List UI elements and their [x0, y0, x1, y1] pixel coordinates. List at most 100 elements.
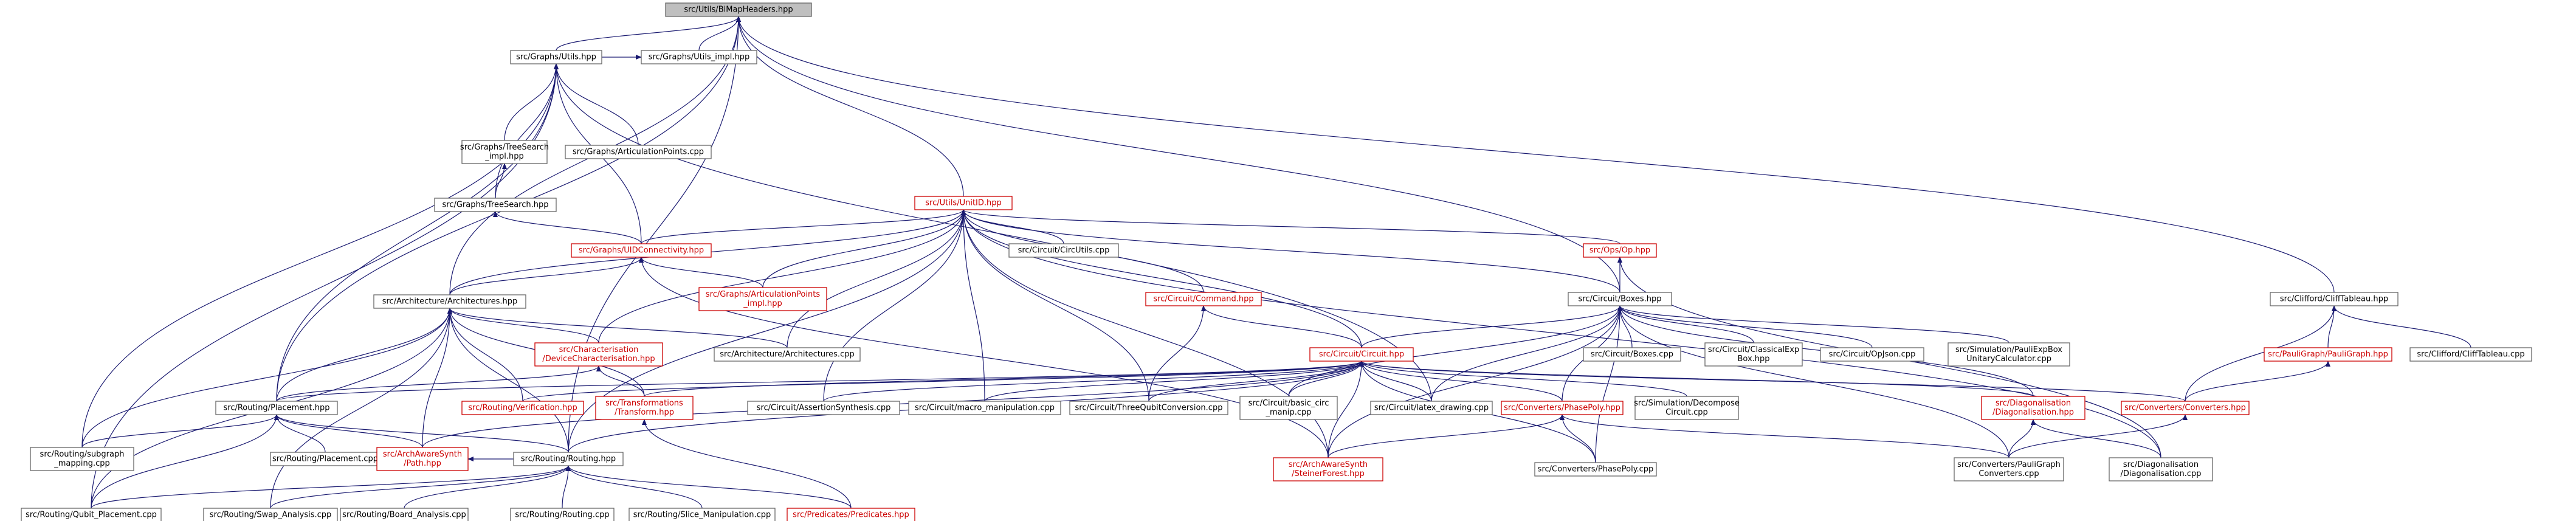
node-box-boxes	[1568, 292, 1672, 306]
node-clifftab[interactable]: src/Clifford/CliffTableau.hpp	[2270, 292, 2399, 306]
node-box-qubitplace	[21, 508, 162, 521]
node-box-artpoints_impl	[698, 287, 827, 311]
node-label-verif-0: src/Routing/Verification.hpp	[468, 404, 577, 413]
node-label-command-0: src/Circuit/Command.hpp	[1153, 295, 1253, 304]
node-treesearch[interactable]: src/Graphs/TreeSearch.hpp	[434, 198, 557, 212]
node-label-pauligconv-0: src/Converters/PauliGraph	[1957, 460, 2061, 469]
node-command[interactable]: src/Circuit/Command.hpp	[1145, 292, 1262, 306]
node-phasepoly[interactable]: src/Converters/PhasePoly.hpp	[1501, 401, 1624, 415]
node-pauliexp[interactable]: src/Simulation/PauliExpBoxUnitaryCalcula…	[1947, 342, 2070, 367]
node-label-pauliexp-1: UnitaryCalculator.cpp	[1966, 354, 2051, 364]
node-threeq[interactable]: src/Circuit/ThreeQubitConversion.cpp	[1069, 401, 1228, 415]
node-paulig[interactable]: src/PauliGraph/PauliGraph.hpp	[2264, 347, 2392, 362]
node-arch_cpp[interactable]: src/Architecture/Architectures.cpp	[714, 347, 861, 362]
edge-phasepoly_cpp-to-boxes	[1595, 305, 1622, 463]
node-qubitplace[interactable]: src/Routing/Qubit_Placement.cpp	[21, 508, 162, 521]
node-box-predicates	[787, 508, 915, 521]
node-label-artpoints_cpp-0: src/Graphs/ArticulationPoints.cpp	[573, 148, 704, 157]
edge-placement-to-arch	[276, 308, 452, 402]
node-box-boxes_cpp	[1583, 347, 1681, 362]
node-label-slice-0: src/Routing/Slice_Manipulation.cpp	[633, 511, 771, 520]
node-label-archpath-1: /Path.hpp	[404, 459, 441, 468]
node-label-diaghpp-0: src/Diagonalisation	[1996, 399, 2071, 408]
node-label-circuit-0: src/Circuit/Circuit.hpp	[1319, 350, 1404, 359]
node-basiccirc[interactable]: src/Circuit/basic_circ_manip.cpp	[1239, 396, 1338, 420]
edge-phasepoly_cpp-to-phasepoly	[1560, 414, 1596, 463]
node-routing_cpp[interactable]: src/Routing/Routing.cpp	[510, 508, 615, 521]
node-treesearch_impl[interactable]: src/Graphs/TreeSearch_impl.hpp	[460, 140, 549, 164]
node-diaghpp[interactable]: src/Diagonalisation/Diagonalisation.hpp	[1981, 396, 2085, 420]
node-arch[interactable]: src/Architecture/Architectures.hpp	[373, 294, 526, 309]
node-label-classexp-1: Box.hpp	[1737, 354, 1769, 364]
node-label-treesearch_impl-1: _impl.hpp	[484, 152, 524, 161]
node-label-latex-0: src/Circuit/latex_drawing.cpp	[1374, 404, 1489, 413]
node-label-charact-0: src/Characterisation	[559, 345, 639, 354]
node-charact[interactable]: src/Characterisation/DeviceCharacterisat…	[534, 342, 663, 367]
node-circuit[interactable]: src/Circuit/Circuit.hpp	[1309, 347, 1414, 362]
node-label-subgraph-1: _mapping.cpp	[53, 459, 110, 468]
node-boxes[interactable]: src/Circuit/Boxes.hpp	[1568, 292, 1672, 306]
node-box-verif	[461, 401, 584, 415]
node-label-macro-0: src/Circuit/macro_manipulation.cpp	[915, 404, 1055, 413]
node-uidconn[interactable]: src/Graphs/UIDConnectivity.hpp	[571, 243, 712, 258]
node-label-boxes-0: src/Circuit/Boxes.hpp	[1579, 295, 1662, 304]
node-placement_cpp[interactable]: src/Routing/Placement.cpp	[270, 452, 381, 466]
edge-circuit-to-command	[1201, 305, 1362, 348]
edge-placement-to-gutils	[276, 63, 559, 402]
node-swap[interactable]: src/Routing/Swap_Analysis.cpp	[203, 508, 338, 521]
node-latex[interactable]: src/Circuit/latex_drawing.cpp	[1370, 401, 1493, 415]
edges-layer	[81, 16, 2471, 509]
node-box-routing_cpp	[510, 508, 615, 521]
node-phasepoly_cpp[interactable]: src/Converters/PhasePoly.cpp	[1534, 462, 1657, 477]
node-box-pauliexp	[1947, 342, 2070, 367]
node-box-pauligconv	[1954, 457, 2064, 481]
node-macro[interactable]: src/Circuit/macro_manipulation.cpp	[908, 401, 1061, 415]
edge-qubitplace-to-routing	[91, 465, 571, 509]
edge-archpath-to-placement	[274, 414, 423, 448]
node-unitid[interactable]: src/Utils/UnitID.hpp	[914, 196, 1013, 210]
node-verif[interactable]: src/Routing/Verification.hpp	[461, 401, 584, 415]
node-transform[interactable]: src/Transformations/Transform.hpp	[595, 396, 694, 420]
node-predicates[interactable]: src/Predicates/Predicates.hpp	[787, 508, 915, 521]
node-artpoints_cpp[interactable]: src/Graphs/ArticulationPoints.cpp	[565, 145, 712, 159]
node-circutils[interactable]: src/Circuit/CircUtils.cpp	[1008, 243, 1119, 258]
node-board[interactable]: src/Routing/Board_Analysis.cpp	[340, 508, 469, 521]
node-converters[interactable]: src/Converters/Converters.hpp	[2121, 401, 2250, 415]
node-artpoints_impl[interactable]: src/Graphs/ArticulationPoints_impl.hpp	[698, 287, 827, 311]
edge-pauligconv-to-phasepoly	[1560, 414, 2009, 458]
node-steiner[interactable]: src/ArchAwareSynth/SteinerForest.hpp	[1273, 457, 1383, 481]
node-label-qubitplace-0: src/Routing/Qubit_Placement.cpp	[26, 511, 157, 520]
node-box-root	[665, 2, 812, 17]
node-label-opjson-0: src/Circuit/OpJson.cpp	[1829, 350, 1916, 359]
node-opshpp[interactable]: src/Ops/Op.hpp	[1583, 243, 1657, 258]
node-label-uidconn-0: src/Graphs/UIDConnectivity.hpp	[579, 246, 704, 255]
node-diagcpp[interactable]: src/Diagonalisation/Diagonalisation.cpp	[2109, 457, 2213, 481]
edge-boxes-to-root	[736, 16, 1620, 293]
edge-circutils-to-unitid	[961, 209, 1064, 244]
node-label-routing_cpp-0: src/Routing/Routing.cpp	[515, 511, 609, 520]
node-subgraph[interactable]: src/Routing/subgraph_mapping.cpp	[30, 447, 134, 471]
node-slice[interactable]: src/Routing/Slice_Manipulation.cpp	[629, 508, 776, 521]
node-opjson[interactable]: src/Circuit/OpJson.cpp	[1820, 347, 1924, 362]
node-assertsyn[interactable]: src/Circuit/AssertionSynthesis.cpp	[747, 401, 900, 415]
edge-swap-to-routing	[270, 465, 571, 509]
node-box-artpoints_cpp	[565, 145, 712, 159]
node-box-phasepoly_cpp	[1534, 462, 1657, 477]
node-gutils_impl[interactable]: src/Graphs/Utils_impl.hpp	[641, 50, 757, 64]
node-label-pauliexp-0: src/Simulation/PauliExpBox	[1955, 345, 2062, 354]
edge-steiner-to-phasepoly	[1328, 414, 1565, 458]
node-label-basiccirc-0: src/Circuit/basic_circ	[1248, 399, 1329, 408]
node-label-phasepoly_cpp-0: src/Converters/PhasePoly.cpp	[1538, 465, 1654, 474]
node-boxes_cpp[interactable]: src/Circuit/Boxes.cpp	[1583, 347, 1681, 362]
node-placement[interactable]: src/Routing/Placement.hpp	[215, 401, 338, 415]
node-archpath[interactable]: src/ArchAwareSynth/Path.hpp	[376, 447, 469, 471]
node-routing[interactable]: src/Routing/Routing.hpp	[513, 452, 624, 466]
node-box-clifftab_cpp	[2409, 347, 2532, 362]
node-clifftab_cpp[interactable]: src/Clifford/CliffTableau.cpp	[2409, 347, 2532, 362]
node-box-simdecomp	[1634, 396, 1739, 420]
edge-basiccirc-to-circuit	[1288, 361, 1364, 397]
node-gutils[interactable]: src/Graphs/Utils.hpp	[510, 50, 602, 64]
